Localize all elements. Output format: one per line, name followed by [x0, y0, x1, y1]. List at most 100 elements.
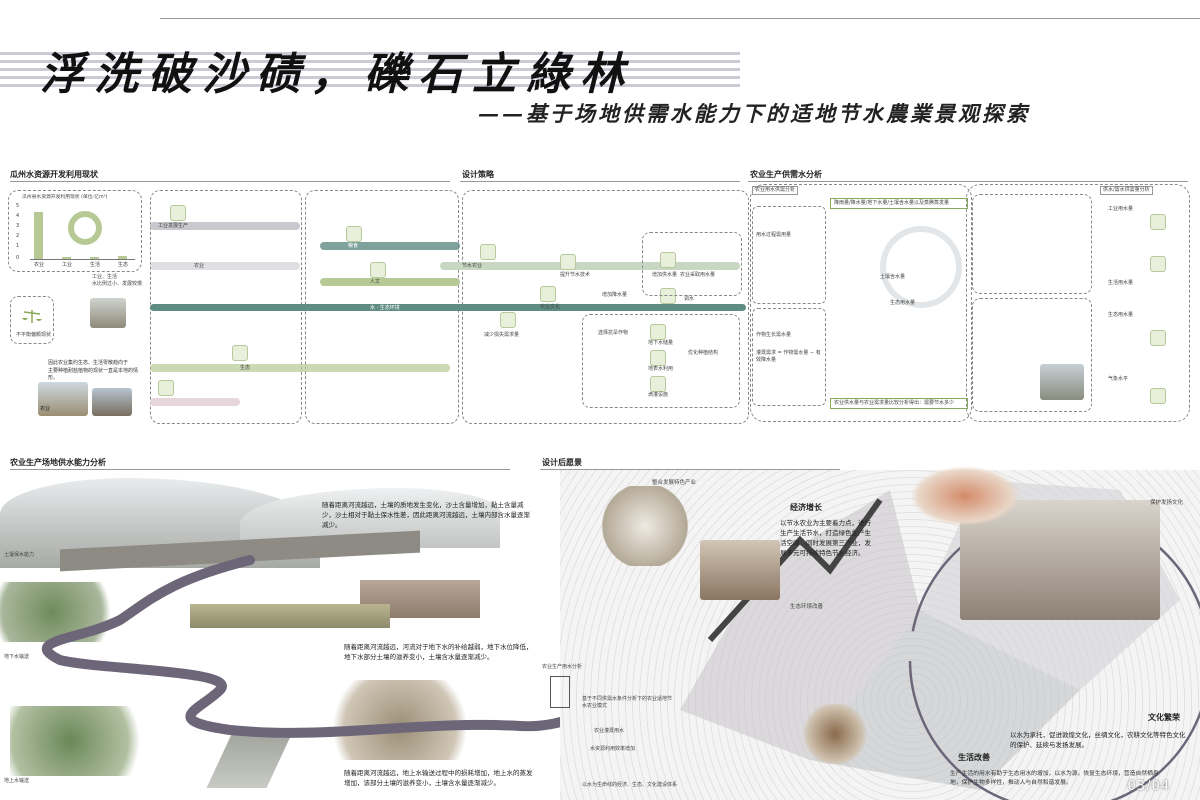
- building-icon: [550, 676, 570, 708]
- surface-water-label: 地上水输送: [4, 778, 30, 784]
- sheep-photo: [90, 298, 126, 328]
- section-rule: [748, 181, 1188, 182]
- page-number: 03/04: [1127, 779, 1170, 794]
- strategy-icon: [232, 345, 248, 361]
- page-subtitle: ——基于场地供需水能力下的适地节水農業景观探索: [478, 101, 1030, 126]
- river-curve: [41, 555, 695, 738]
- eco-needs-label: 生态用水量: [890, 300, 916, 306]
- tree-cluster: [0, 582, 130, 642]
- center-label: 农业生产用水分析: [542, 664, 583, 670]
- title-stripe: [0, 84, 740, 87]
- strategy-icon: [370, 262, 386, 278]
- vision-wedge: [810, 610, 1080, 790]
- horse-photo: [800, 704, 870, 764]
- strategy-icon: [660, 288, 676, 304]
- strategy-icon: [560, 254, 576, 270]
- strategy-icon: [650, 350, 666, 366]
- strategy-icon: [480, 244, 496, 260]
- section-title-supply-demand: 农业生产供需水分析: [750, 170, 822, 179]
- water-saving-panel: [752, 206, 826, 304]
- water-saving-label: 节水农业: [462, 263, 483, 269]
- strategy-subpanel: [582, 314, 740, 408]
- sd-icon: [1150, 330, 1166, 346]
- crop-water-label: 作物生长需水量: [756, 332, 792, 338]
- bar-industry: [62, 257, 71, 259]
- life-text: 生产生活的用水有助于生态用水的增加，以水为源，恢复生态环境，营造自然栖息地，保护…: [950, 771, 1159, 786]
- center-label: 水资源利用效率增加: [590, 746, 636, 752]
- eco-band: [150, 364, 450, 372]
- bar-chart-title: 瓜州县水资源开发利用现状 (单位:亿m³): [22, 195, 108, 200]
- center-label: 农业灌溉用水: [594, 728, 625, 734]
- camel-photo: [700, 540, 780, 600]
- sd-legend: 农业用水供需分析: [752, 186, 799, 195]
- supply-demand-panel: [750, 184, 972, 422]
- eco-band-label: 生态: [240, 365, 251, 371]
- strategy-icon: [170, 205, 186, 221]
- sd-icon: [1150, 214, 1166, 230]
- surface-label: 地表水利用: [648, 366, 674, 372]
- balance-scale-icon: [22, 308, 42, 324]
- balance-panel: [10, 296, 54, 344]
- cycle-diagram: [880, 226, 962, 308]
- farmer-photo: [38, 382, 88, 416]
- strategy-icon: [346, 226, 362, 242]
- apsara-illustration: [910, 466, 1020, 526]
- sd-right-box: [972, 298, 1092, 412]
- page-title: 浮洗破沙碛，礫石立綠林: [40, 49, 634, 100]
- tree-cluster: [10, 706, 160, 776]
- capacity-p3: 随着距离河流越远，地上水输送过程中的损耗增加，地上水的蒸发增加，该部分土壤的滋养…: [344, 769, 533, 788]
- agri-note: 因此农业集约生态、生活零散趋向于 主要种植耐盐植物的现状一直是本地的情形。: [48, 360, 139, 381]
- drip-label: 滴灌设施: [648, 392, 669, 398]
- section-title-capacity: 农业生产场地供水能力分析: [10, 458, 106, 467]
- soil-capacity-label: 土壤保水能力: [4, 552, 35, 558]
- formula: 灌溉需求 = 作物需水量 − 有效降水量: [756, 350, 821, 363]
- bar-label: 工业: [62, 262, 73, 268]
- bar-life: [90, 257, 99, 259]
- main-band: [150, 304, 746, 311]
- title-stripe: [0, 60, 740, 63]
- capacity-p2: 随着距离河流越远，河流对于地下水的补给越弱，地下水位降低，地下水部分土壤的滋养变…: [344, 643, 533, 662]
- section-title-water-status: 瓜州水资源开发利用现状: [10, 170, 98, 179]
- river-path: [41, 555, 695, 738]
- cultural-label: 农业文化: [540, 304, 561, 310]
- sd-right-note: 生态用水量: [1108, 312, 1134, 318]
- plant-choice-label: 选择抗旱作物: [598, 330, 629, 336]
- transfer-label: 调水: [684, 296, 695, 302]
- top-rule: [160, 18, 1200, 19]
- culture-text: 以水为承托，促进敦煌文化，丝绸文化，农耕文化等特色文化的保护、延续与发扬发展。: [1010, 731, 1186, 750]
- balance-label: 不平衡偏颇现状: [16, 332, 52, 338]
- ground-water-label: 地下水输送: [4, 654, 30, 660]
- section-title-strategy: 设计策略: [462, 170, 494, 179]
- agri-band: [150, 262, 300, 270]
- field-strip: [190, 604, 390, 628]
- section-rule: [10, 469, 510, 470]
- eco-note: 工业、生活 水比例过小、发展较慢: [92, 274, 143, 287]
- sd-bottom-box: 农业供水量与农业需求量比较分析得出：需要节水多少: [830, 398, 968, 409]
- arc-label: 生态环境改善: [790, 604, 824, 610]
- village-photo: [92, 388, 132, 416]
- grain-label: 粮食: [348, 243, 359, 249]
- sd-right-note: 生活用水量: [1108, 280, 1134, 286]
- sd-header-box: 降雨量/降水量/地下水量/土壤含水量以及蒸腾蒸发量: [830, 198, 968, 209]
- bottom-band: [150, 398, 240, 406]
- sd-icon: [1150, 388, 1166, 404]
- sd-icon: [1150, 256, 1166, 272]
- industry-band-label: 工业发展生产: [158, 223, 189, 229]
- culture-title: 文化繁荣: [1148, 713, 1180, 722]
- strategy-icon: [650, 376, 666, 392]
- section-rule: [10, 181, 450, 182]
- agri-label: 农业: [40, 406, 51, 412]
- sd-photo: [1040, 364, 1084, 400]
- vision-wedge: [680, 490, 920, 760]
- strategy-icon: [500, 312, 516, 328]
- sd-right-note: 工业用水量: [1108, 206, 1134, 212]
- strategy-icon: [540, 286, 556, 302]
- reduce-loss-label: 减少损失需求量: [484, 332, 520, 338]
- optimize-label: 优化种植结构: [688, 350, 719, 356]
- chart-baseline: [30, 259, 135, 260]
- bar-chart-y-axis: 5 4 3 2 1 0: [16, 203, 20, 261]
- center-label: 基于不同供需水条件分析下的农业适地节水农业模式: [582, 696, 673, 709]
- section-rule: [540, 469, 840, 470]
- bar-label: 生活: [90, 262, 101, 268]
- arc-label: 保护发扬文化: [1150, 500, 1184, 506]
